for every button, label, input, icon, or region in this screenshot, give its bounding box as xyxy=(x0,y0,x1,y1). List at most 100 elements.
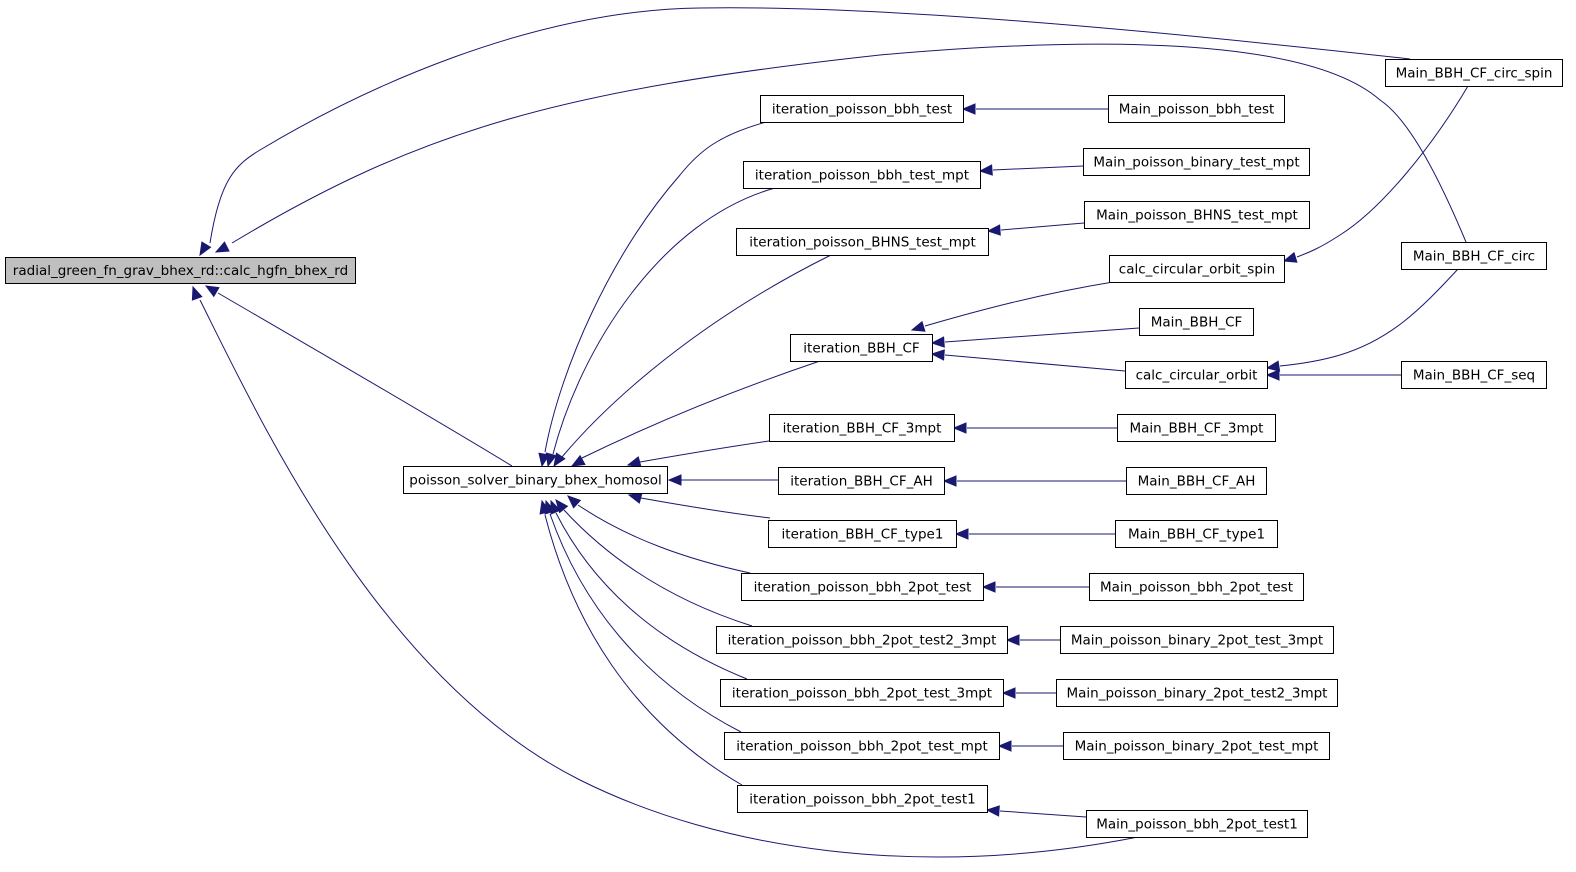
node-box[interactable] xyxy=(741,573,984,601)
node-box[interactable] xyxy=(1126,467,1267,495)
node-it-bbh-cf-type1[interactable]: iteration_BBH_CF_type1 xyxy=(768,520,957,548)
node-main-bbh-cf-3mpt[interactable]: Main_BBH_CF_3mpt xyxy=(1117,414,1276,442)
node-main-cf-circ-spin[interactable]: Main_BBH_CF_circ_spin xyxy=(1385,59,1563,87)
edge-it_bbh_cf_type1-to-solver xyxy=(640,497,771,519)
arrowhead-main_cf_circ-to-calc_orbit xyxy=(1265,360,1281,372)
node-it-2pot-test2-3mpt[interactable]: iteration_poisson_bbh_2pot_test2_3mpt xyxy=(716,626,1008,654)
arrowhead-main_bbh_cf_3mpt-to-it_bbh_cf_3mpt xyxy=(952,422,967,434)
arrowhead-main_binary_2pot_test2_3mpt-to-it_2pot_test_3mpt xyxy=(1001,687,1016,699)
node-box[interactable] xyxy=(760,95,964,123)
arrowhead-main_cf_circ-to-root xyxy=(214,241,230,253)
edge-main_cf_circ-to-root xyxy=(231,43,1467,244)
node-it-2pot-test1[interactable]: iteration_poisson_bbh_2pot_test1 xyxy=(737,785,988,813)
arrowhead-it_2pot_test1-to-solver xyxy=(539,499,551,515)
node-box[interactable] xyxy=(1060,626,1334,654)
arrowhead-main_cf_circ_spin-to-root xyxy=(199,241,212,257)
node-main-bbh-cf-type1[interactable]: Main_BBH_CF_type1 xyxy=(1115,520,1278,548)
node-box[interactable] xyxy=(1117,414,1276,442)
edge-main_cf_circ_spin-to-root xyxy=(209,7,1411,244)
nodes-layer: radial_green_fn_grav_bhex_rd::calc_hgfn_… xyxy=(5,59,1563,838)
node-box[interactable] xyxy=(1086,810,1308,838)
node-box[interactable] xyxy=(1139,308,1254,336)
node-box[interactable] xyxy=(768,520,957,548)
node-box[interactable] xyxy=(1385,59,1563,87)
node-main-bhns-test-mpt[interactable]: Main_poisson_BHNS_test_mpt xyxy=(1084,201,1310,229)
node-box[interactable] xyxy=(1108,95,1285,123)
node-label: calc_circular_orbit xyxy=(1136,368,1258,384)
node-box[interactable] xyxy=(778,467,945,495)
node-label: radial_green_fn_grav_bhex_rd::calc_hgfn_… xyxy=(13,263,348,279)
node-main-2pot-test1[interactable]: Main_poisson_bbh_2pot_test1 xyxy=(1086,810,1308,838)
node-box[interactable] xyxy=(790,334,933,362)
node-main-bbh-test[interactable]: Main_poisson_bbh_test xyxy=(1108,95,1285,123)
node-label: iteration_poisson_bbh_2pot_test xyxy=(754,580,972,596)
node-box[interactable] xyxy=(1056,679,1338,707)
node-box[interactable] xyxy=(1089,573,1304,601)
node-it-2pot-test-mpt[interactable]: iteration_poisson_bbh_2pot_test_mpt xyxy=(724,732,1000,760)
node-box[interactable] xyxy=(1083,148,1310,176)
arrowhead-main_bbh_test-to-it_bbh_test xyxy=(961,103,976,115)
node-it-2pot-test[interactable]: iteration_poisson_bbh_2pot_test xyxy=(741,573,984,601)
node-it-bbh-cf[interactable]: iteration_BBH_CF xyxy=(790,334,933,362)
node-box[interactable] xyxy=(1109,255,1285,283)
edge-main_bbh_cf-to-it_bbh_cf xyxy=(944,327,1140,343)
node-box[interactable] xyxy=(1401,242,1547,270)
node-box[interactable] xyxy=(743,161,981,189)
arrowhead-calc_orbit_spin-to-it_bbh_cf xyxy=(910,320,926,332)
node-main-binary-2pot-test-mpt[interactable]: Main_poisson_binary_2pot_test_mpt xyxy=(1063,732,1330,760)
arrowhead-it_bbh_test_mpt-to-solver xyxy=(545,452,557,468)
node-it-bbh-cf-ah[interactable]: iteration_BBH_CF_AH xyxy=(778,467,945,495)
node-main-cf-seq[interactable]: Main_BBH_CF_seq xyxy=(1401,361,1547,389)
edge-main_bhns_test_mpt-to-it_bhns_test_mpt xyxy=(1000,222,1085,231)
node-label: Main_BBH_CF_type1 xyxy=(1128,527,1265,543)
node-label: iteration_BBH_CF_3mpt xyxy=(783,421,942,437)
node-label: Main_poisson_bbh_2pot_test1 xyxy=(1096,817,1298,833)
edge-main_cf_circ-to-calc_orbit xyxy=(1279,268,1459,367)
arrowhead-it_bbh_cf_3mpt-to-solver xyxy=(626,456,642,468)
node-label: Main_BBH_CF_circ_spin xyxy=(1396,66,1553,82)
node-box[interactable] xyxy=(724,732,1000,760)
node-it-bbh-test[interactable]: iteration_poisson_bbh_test xyxy=(760,95,964,123)
node-main-binary-2pot-test2-3mpt[interactable]: Main_poisson_binary_2pot_test2_3mpt xyxy=(1056,679,1338,707)
node-label: Main_BBH_CF xyxy=(1151,315,1243,331)
edge-calc_orbit_spin-to-it_bbh_cf xyxy=(924,281,1114,327)
node-main-binary-test-mpt[interactable]: Main_poisson_binary_test_mpt xyxy=(1083,148,1310,176)
node-box[interactable] xyxy=(769,414,955,442)
edge-it_2pot_test_mpt-to-solver xyxy=(549,513,742,733)
node-solver[interactable]: poisson_solver_binary_bhex_homosol xyxy=(403,466,668,494)
node-it-2pot-test-3mpt[interactable]: iteration_poisson_bbh_2pot_test_3mpt xyxy=(720,679,1004,707)
arrowhead-it_2pot_test-to-solver xyxy=(567,495,582,509)
node-box[interactable] xyxy=(1063,732,1330,760)
node-label: Main_BBH_CF_circ xyxy=(1413,249,1535,265)
node-label: Main_poisson_binary_test_mpt xyxy=(1093,155,1299,171)
arrowhead-main_2pot_test1-to-it_2pot_test1 xyxy=(985,805,1000,817)
edge-it_bbh_cf-to-solver xyxy=(581,360,821,459)
arrowhead-main_bbh_cf_ah-to-it_bbh_cf_ah xyxy=(942,475,957,487)
node-box[interactable] xyxy=(1125,361,1268,389)
node-main-bbh-cf[interactable]: Main_BBH_CF xyxy=(1139,308,1254,336)
node-it-bhns-test-mpt[interactable]: iteration_poisson_BHNS_test_mpt xyxy=(736,228,989,256)
node-it-bbh-cf-3mpt[interactable]: iteration_BBH_CF_3mpt xyxy=(769,414,955,442)
node-calc-orbit[interactable]: calc_circular_orbit xyxy=(1125,361,1268,389)
node-box[interactable] xyxy=(403,466,668,494)
node-box[interactable] xyxy=(737,785,988,813)
node-box[interactable] xyxy=(1084,201,1310,229)
node-box[interactable] xyxy=(736,228,989,256)
node-calc-orbit-spin[interactable]: calc_circular_orbit_spin xyxy=(1109,255,1285,283)
edge-it_2pot_test-to-solver xyxy=(577,504,751,574)
node-box[interactable] xyxy=(1115,520,1278,548)
node-label: Main_BBH_CF_seq xyxy=(1413,368,1535,384)
node-box[interactable] xyxy=(716,626,1008,654)
node-main-2pot-test[interactable]: Main_poisson_bbh_2pot_test xyxy=(1089,573,1304,601)
node-label: Main_BBH_CF_AH xyxy=(1138,474,1256,490)
node-root[interactable]: radial_green_fn_grav_bhex_rd::calc_hgfn_… xyxy=(5,257,356,284)
node-it-bbh-test-mpt[interactable]: iteration_poisson_bbh_test_mpt xyxy=(743,161,981,189)
node-box[interactable] xyxy=(5,257,356,284)
arrowhead-main_binary_2pot_test_mpt-to-it_2pot_test_mpt xyxy=(997,740,1012,752)
node-box[interactable] xyxy=(1401,361,1547,389)
node-main-cf-circ[interactable]: Main_BBH_CF_circ xyxy=(1401,242,1547,270)
node-box[interactable] xyxy=(720,679,1004,707)
node-main-binary-2pot-test-3mpt[interactable]: Main_poisson_binary_2pot_test_3mpt xyxy=(1060,626,1334,654)
node-main-bbh-cf-ah[interactable]: Main_BBH_CF_AH xyxy=(1126,467,1267,495)
